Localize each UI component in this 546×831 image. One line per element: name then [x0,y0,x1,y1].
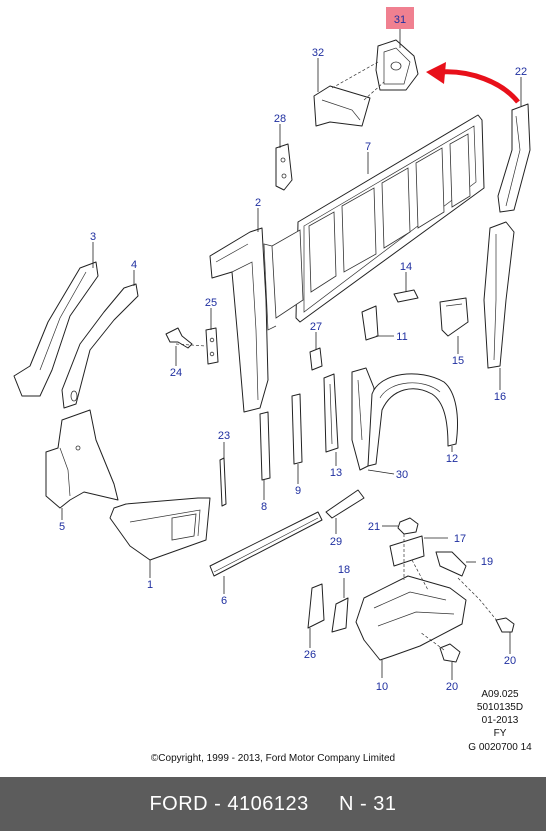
part-3-pillar[interactable] [13,261,99,397]
callout-11[interactable]: 11 [396,331,407,343]
part-8-strip[interactable] [259,411,271,481]
part-18-bracket[interactable] [331,597,349,633]
callout-24[interactable]: 24 [170,367,182,379]
part-32-bracket[interactable] [313,85,371,127]
part-23-strip[interactable] [219,457,227,507]
part-14-bracket[interactable] [393,289,419,303]
ref-fy: FY [494,728,507,739]
part-number-caption: FORD - 4106123 N - 31 [149,793,397,815]
callout-20-lower[interactable]: 20 [446,681,458,693]
ref-g-code: G 0020700 14 [468,742,532,753]
assembly-dashed-lines [175,61,499,651]
callout-18[interactable]: 18 [338,564,350,576]
callout-3[interactable]: 3 [90,231,96,243]
callout-17[interactable]: 17 [454,533,466,545]
reference-numbers: 31 32 22 28 7 2 3 4 14 25 27 11 15 24 16… [59,14,527,693]
part-13-strip[interactable] [323,373,339,453]
callout-6[interactable]: 6 [221,595,227,607]
part-7-side-panel[interactable] [263,114,485,331]
callout-22[interactable]: 22 [515,66,527,78]
callout-29[interactable]: 29 [330,536,342,548]
part-27-bracket[interactable] [309,347,323,371]
callout-9[interactable]: 9 [295,485,301,497]
part-10-floor-section[interactable] [355,575,467,661]
callout-2[interactable]: 2 [255,197,261,209]
ref-date: 01-2013 [482,715,519,726]
callout-23[interactable]: 23 [218,430,230,442]
part-1-step-panel[interactable] [109,497,211,561]
part-11-bracket[interactable] [361,305,379,341]
part-31-bracket[interactable] [375,39,419,91]
callout-31[interactable]: 31 [394,14,406,26]
callout-28[interactable]: 28 [274,113,286,125]
ref-number: 5010135D [477,702,523,713]
callout-1[interactable]: 1 [147,579,153,591]
callout-10[interactable]: 10 [376,681,388,693]
callout-14[interactable]: 14 [400,261,412,273]
part-29-strip[interactable] [325,489,365,519]
callout-20-upper[interactable]: 20 [504,655,516,667]
callout-27[interactable]: 27 [310,321,322,333]
part-6-sill[interactable] [209,511,323,577]
part-4-pillar-inner[interactable] [61,283,139,409]
part-24-bolt[interactable] [165,327,193,349]
part-25-bracket[interactable] [205,327,219,365]
drawing-reference-block: A09.025 5010135D 01-2013 FY G 0020700 14 [468,689,532,753]
callout-4[interactable]: 4 [131,259,137,271]
part-2-pillar[interactable] [209,227,269,413]
callout-21[interactable]: 21 [368,521,380,533]
callout-5[interactable]: 5 [59,521,65,533]
leader-lines [61,28,522,680]
red-pointer-arrow [426,62,520,104]
callout-26[interactable]: 26 [304,649,316,661]
part-9-strip[interactable] [291,393,303,465]
part-26-bracket[interactable] [307,583,325,629]
callout-30[interactable]: 30 [396,469,408,481]
footer-bar: FORD - 4106123 N - 31 [0,777,546,831]
part-20-bolt-lower[interactable] [439,643,461,663]
part-22-rear-pillar[interactable] [497,103,531,213]
callout-32[interactable]: 32 [312,47,324,59]
callout-15[interactable]: 15 [452,355,464,367]
part-5-lower-panel[interactable] [45,409,119,509]
part-12-wheel-arch[interactable] [367,373,458,467]
callout-7[interactable]: 7 [365,141,371,153]
callout-16[interactable]: 16 [494,391,506,403]
part-28-bracket[interactable] [275,143,293,191]
part-20-bolt-upper[interactable] [495,617,515,633]
callout-12[interactable]: 12 [446,453,458,465]
copyright-notice: ©Copyright, 1999 - 2013, Ford Motor Comp… [151,753,395,764]
part-15-bracket[interactable] [439,297,469,337]
part-17-bracket[interactable] [389,535,425,567]
part-19-bracket[interactable] [435,551,467,577]
callout-8[interactable]: 8 [261,501,267,513]
part-16-rear-pillar-lower[interactable] [483,221,515,369]
part-21-nut[interactable] [397,517,419,535]
exploded-view-drawing: 31 32 22 28 7 2 3 4 14 25 27 11 15 24 16… [13,7,532,764]
callout-25[interactable]: 25 [205,297,217,309]
ref-code: A09.025 [481,689,519,700]
part-31-highlight [386,7,414,29]
callout-13[interactable]: 13 [330,467,342,479]
callout-19[interactable]: 19 [481,556,493,568]
